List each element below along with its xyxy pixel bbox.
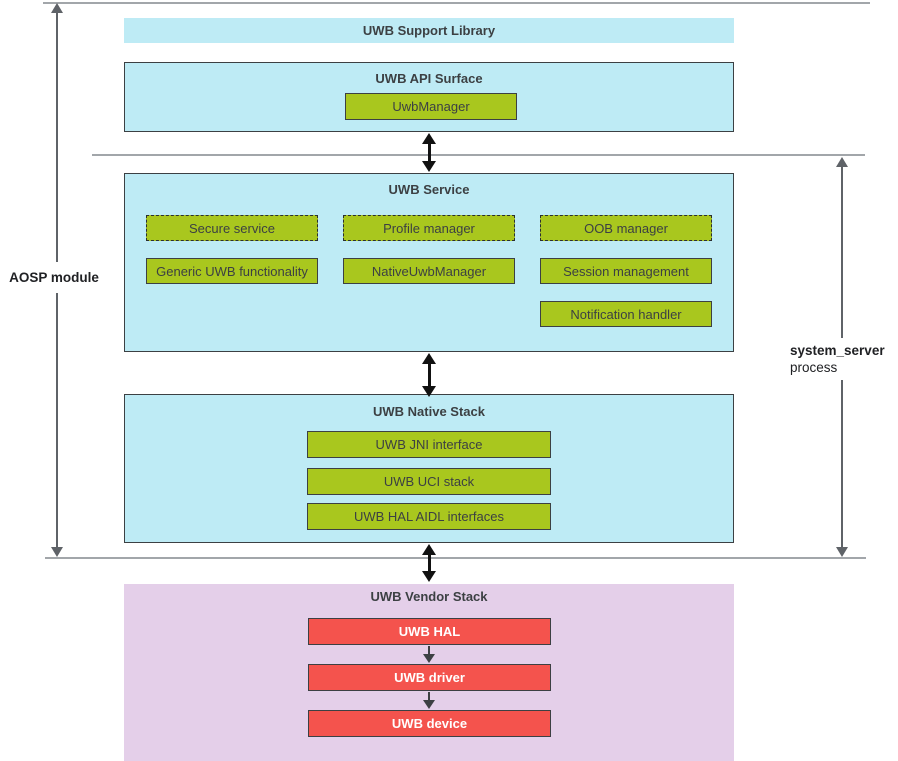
system-server-span-arrowhead-bottom-icon — [836, 547, 848, 557]
chip-session-management: Session management — [540, 258, 712, 284]
uwb-service-box: UWB Service Secure service Profile manag… — [124, 173, 734, 352]
uwb-support-library-box: UWB Support Library — [124, 18, 734, 43]
system-server-span-line-upper — [841, 165, 843, 338]
uwb-native-stack-box: UWB Native Stack UWB JNI interface UWB U… — [124, 394, 734, 543]
uwb-native-stack-title: UWB Native Stack — [373, 404, 485, 419]
api-service-double-arrow-icon — [422, 133, 436, 172]
chip-uwb-jni-interface: UWB JNI interface — [307, 431, 551, 458]
chip-generic-uwb-functionality: Generic UWB functionality — [146, 258, 318, 284]
uwb-support-library-title: UWB Support Library — [362, 23, 496, 38]
native-vendor-double-arrow-icon — [422, 544, 436, 582]
service-native-double-arrow-icon — [422, 353, 436, 397]
system-server-span-line-lower — [841, 380, 843, 547]
process-boundary-line-middle — [92, 154, 865, 156]
uwb-vendor-stack-box: UWB Vendor Stack UWB HAL UWB driver UWB … — [124, 584, 734, 761]
uwb-api-surface-title: UWB API Surface — [375, 71, 483, 86]
chip-uwb-uci-stack: UWB UCI stack — [307, 468, 551, 495]
uwb-service-title: UWB Service — [388, 182, 470, 197]
hal-driver-arrow-icon — [423, 646, 435, 663]
system-server-span-arrowhead-top-icon — [836, 157, 848, 167]
system-server-label-line2: process — [790, 360, 838, 375]
aosp-span-line-lower — [56, 293, 58, 547]
process-boundary-line-bottom — [45, 557, 866, 559]
chip-secure-service: Secure service — [146, 215, 318, 241]
aosp-span-arrowhead-top-icon — [51, 3, 63, 13]
chip-uwb-driver: UWB driver — [308, 664, 551, 691]
chip-nativeuwbmanager: NativeUwbManager — [343, 258, 515, 284]
chip-oob-manager: OOB manager — [540, 215, 712, 241]
chip-uwb-device: UWB device — [308, 710, 551, 737]
system-server-label-line1: system_server — [790, 343, 885, 358]
aosp-module-label: AOSP module — [9, 270, 99, 285]
aosp-span-arrowhead-bottom-icon — [51, 547, 63, 557]
chip-uwb-hal-aidl-interfaces: UWB HAL AIDL interfaces — [307, 503, 551, 530]
system-server-process-label: system_server process — [790, 342, 895, 376]
chip-profile-manager: Profile manager — [343, 215, 515, 241]
aosp-span-line-upper — [56, 11, 58, 262]
chip-notification-handler: Notification handler — [540, 301, 712, 327]
uwb-vendor-stack-title: UWB Vendor Stack — [370, 589, 488, 604]
process-boundary-line-top — [43, 2, 870, 4]
chip-uwb-hal: UWB HAL — [308, 618, 551, 645]
chip-uwbmanager: UwbManager — [345, 93, 517, 120]
driver-device-arrow-icon — [423, 692, 435, 709]
uwb-api-surface-box: UWB API Surface UwbManager — [124, 62, 734, 132]
